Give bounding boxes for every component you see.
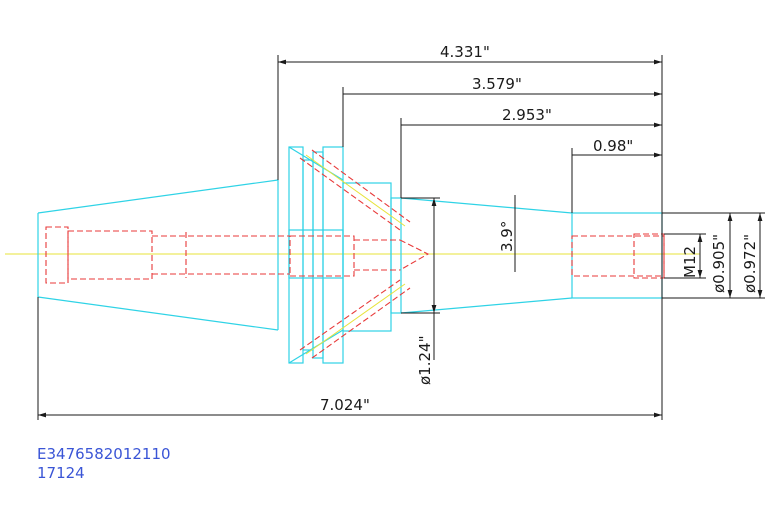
thread-label: M12 xyxy=(681,246,699,278)
dia-0905-label: ø0.905" xyxy=(710,234,728,293)
dim-2953-label: 2.953" xyxy=(502,106,552,124)
guide-lines xyxy=(305,154,406,355)
hidden-lines xyxy=(45,149,665,359)
dia-124-label: ø1.24" xyxy=(416,336,434,385)
dim-098-label: 0.98" xyxy=(593,137,633,155)
part-number: E3476582012110 xyxy=(37,445,171,463)
part-code: 17124 xyxy=(37,464,85,482)
dimensions xyxy=(37,55,765,420)
dim-4331-label: 4.331" xyxy=(440,43,490,61)
dia-0972-label: ø0.972" xyxy=(741,234,759,293)
overall-length-label: 7.024" xyxy=(320,396,370,414)
angle-label: 3.9° xyxy=(498,221,516,252)
dim-3579-label: 3.579" xyxy=(472,75,522,93)
